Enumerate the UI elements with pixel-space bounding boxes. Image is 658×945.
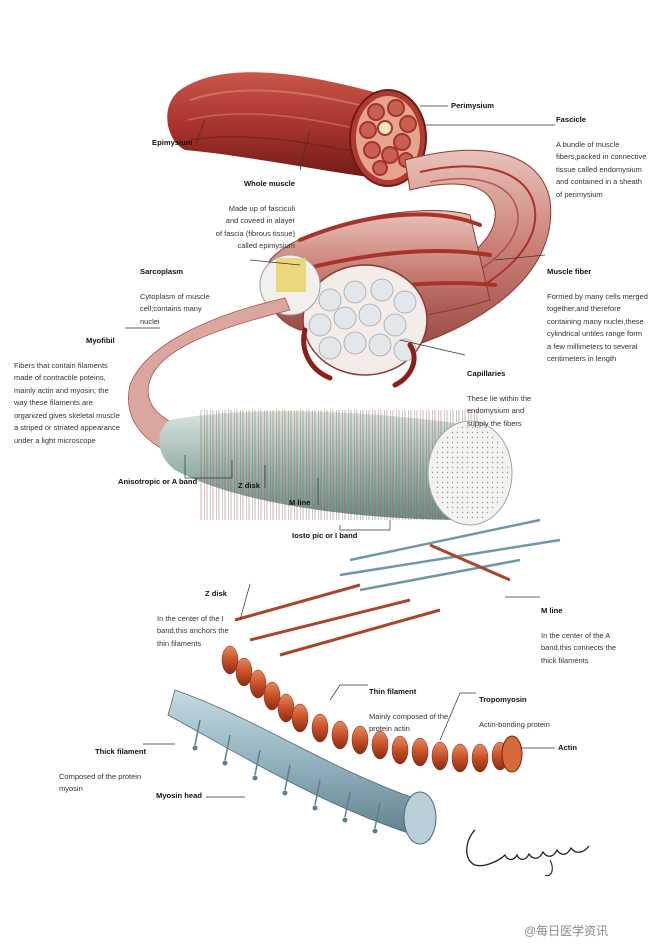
label-muscle-fiber: Muscle fiber Formed by many cells merged… [547,253,657,366]
label-tropomyosin-title: Tropomyosin [479,694,527,704]
label-thick-filament-title: Thick filament [95,746,147,756]
label-sarcoplasm: Sarcoplasm Cytoplasm of muscle cell;cont… [140,253,250,328]
label-thin-filament-desc: Mainly composed of the protein actin [369,711,449,734]
label-i-band: Iosto pic or I band [292,531,358,540]
label-thin-filament: Thin filament Mainly composed of the pro… [369,673,479,736]
leader-lines [125,105,555,798]
label-sarcoplasm-desc: Cytoplasm of muscle cell;contains many n… [140,291,210,326]
label-m-line: M line In the center of the A band,this … [541,592,651,667]
label-muscle-fiber-desc: Formed by many cells merged together,and… [547,291,648,364]
label-m-line-top: M line [289,498,311,507]
label-z-disk-desc: In the center of the I band,this anchors… [157,613,229,648]
label-thin-filament-title: Thin filament [369,686,417,696]
label-muscle-fiber-title: Muscle fiber [547,266,592,276]
label-whole-muscle-desc: Made up of fasciculi and coveed in alaye… [215,203,295,251]
label-z-disk: Z disk In the center of the I band,this … [157,575,267,650]
label-myofibil-desc: Fibers that contain filaments made of co… [14,360,120,445]
label-tropomyosin-desc: Actin-bonding protein [479,719,550,729]
label-sarcoplasm-title: Sarcoplasm [140,266,184,276]
filament-illustration [167,518,561,845]
label-whole-muscle: Whole muscle Made up of fasciculi and co… [180,165,295,253]
artist-signature [466,829,590,877]
label-perimysium: Perimysium [451,101,495,110]
watermark: @每日医学资讯 [524,924,609,938]
label-m-line-title: M line [541,605,563,615]
label-m-line-desc: In the center of the A band,this connect… [541,630,617,665]
label-myofibil: Myofibil Fibers that contain filaments m… [14,322,144,447]
label-thick-filament: Thick filament Composed of the protein m… [59,733,169,796]
label-fascicle-title: Fascicle [556,114,586,124]
label-fascicle: Fascicle A bundle of muscle fibers,packe… [556,101,658,201]
label-myosin-head: Myosin head [156,791,202,800]
label-epimysium: Epimysium [152,138,193,147]
myofibril-illustration [128,297,513,526]
label-capillaries-title: Capillaries [467,368,506,378]
label-actin: Actin [558,743,577,752]
label-fascicle-desc: A bundle of muscle fibers,packed in conn… [556,139,647,199]
muscle-fiber-bundle [259,210,497,388]
label-a-band: Anisotropic or A band [118,477,198,486]
label-whole-muscle-title: Whole muscle [243,178,295,188]
label-capillaries-desc: These lie within the endomysium and supp… [467,393,532,428]
label-z-disk-top: Z disk [238,481,260,490]
label-capillaries: Capillaries These lie within the endomys… [467,355,567,430]
label-myofibil-title: Myofibil [86,335,115,345]
label-tropomyosin: Tropomyosin Actin-bonding protein [479,681,589,731]
label-thick-filament-desc: Composed of the protein myosin [59,771,142,794]
label-z-disk-title: Z disk [205,588,227,598]
